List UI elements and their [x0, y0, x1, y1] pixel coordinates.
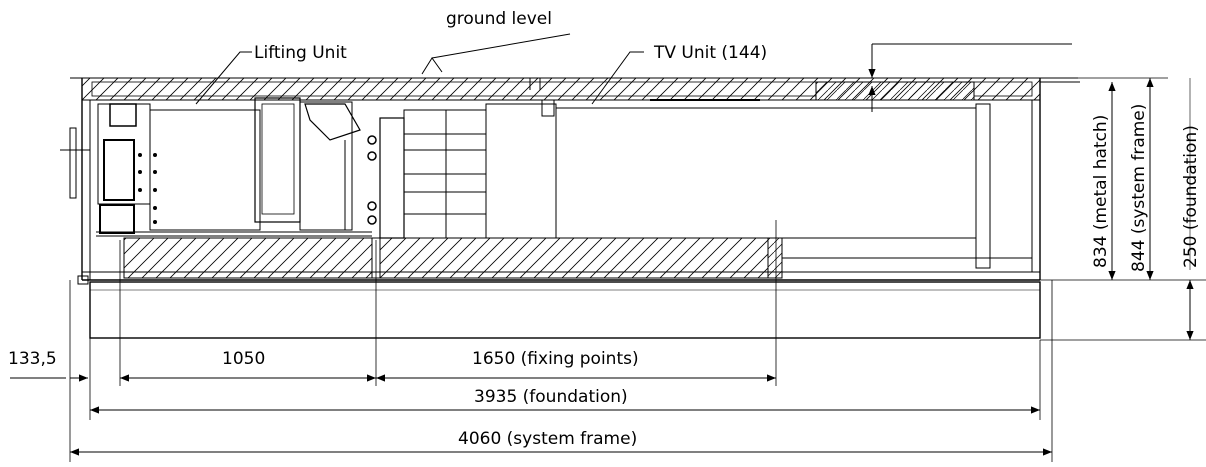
system-frame-height-dimension: 844 (system frame): [1129, 104, 1149, 272]
offset-dimension: 133,5: [8, 349, 57, 369]
metal-hatch-dimension: 834 (metal hatch): [1091, 115, 1111, 268]
fixing-points-dimension: 1650 (fixing points): [472, 349, 639, 369]
base-blocks: [123, 237, 1032, 279]
tv-unit-label: TV Unit (144): [653, 43, 767, 63]
vertical-dimensions: 834 (metal hatch) 844 (system frame) 250…: [1040, 77, 1206, 341]
system-frame-length-dimension: 4060 (system frame): [458, 429, 637, 449]
lifting-unit-mechanism: [96, 97, 372, 237]
lifting-unit-label: Lifting Unit: [254, 43, 347, 63]
foundation-height-dimension: 250 (foundation): [1181, 125, 1201, 268]
foundation-slab: [89, 281, 1041, 339]
ground-level-label: ground level: [446, 9, 552, 29]
hatch-inlay-annotation: [868, 43, 1072, 112]
tv-unit-annotation: TV Unit (144): [591, 43, 767, 105]
tv-unit-stack: [367, 109, 487, 239]
lifting-width-dimension: 1050: [222, 349, 265, 369]
foundation-length-dimension: 3935 (foundation): [474, 387, 628, 407]
lifting-unit-annotation: Lifting Unit: [195, 43, 347, 105]
hatch-lid: [70, 77, 1080, 101]
horizontal-dimensions: 133,5 1050 1650 (fixing points) 3935 (fo…: [8, 220, 1053, 462]
tv-unit-housing: [485, 99, 991, 269]
ground-level-annotation: ground level: [421, 9, 571, 75]
